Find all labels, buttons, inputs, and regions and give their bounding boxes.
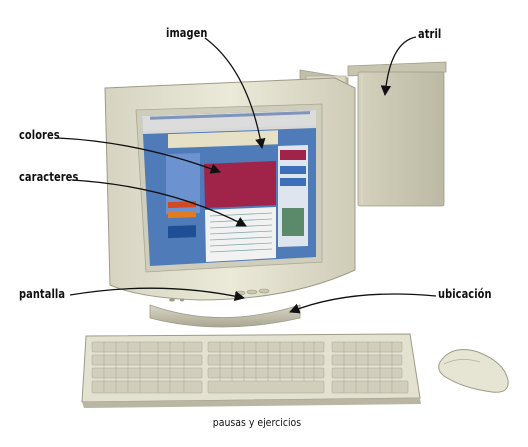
arrow-imagen	[204, 37, 266, 150]
arrow-colores	[57, 137, 221, 174]
callout-arrows	[57, 36, 437, 314]
arrow-caracteres	[71, 179, 247, 227]
label-ubicacion: ubicación	[438, 287, 492, 301]
keyboard-icon	[81, 333, 421, 408]
arrow-ubicacion	[289, 293, 437, 314]
label-pantalla: pantalla	[19, 287, 66, 301]
monitor-screen	[142, 110, 316, 266]
arrow-atril	[380, 36, 417, 97]
mouse-icon	[438, 349, 509, 393]
computer-monitor-icon	[104, 69, 356, 328]
label-atril: atril	[418, 27, 442, 41]
label-imagen: imagen	[166, 26, 208, 40]
document-holder-icon	[347, 61, 447, 207]
label-caracteres: caracteres	[19, 170, 79, 184]
label-colores: colores	[19, 128, 60, 142]
figure-caption: pausas y ejercicios	[212, 416, 302, 429]
arrow-pantalla	[69, 287, 246, 302]
